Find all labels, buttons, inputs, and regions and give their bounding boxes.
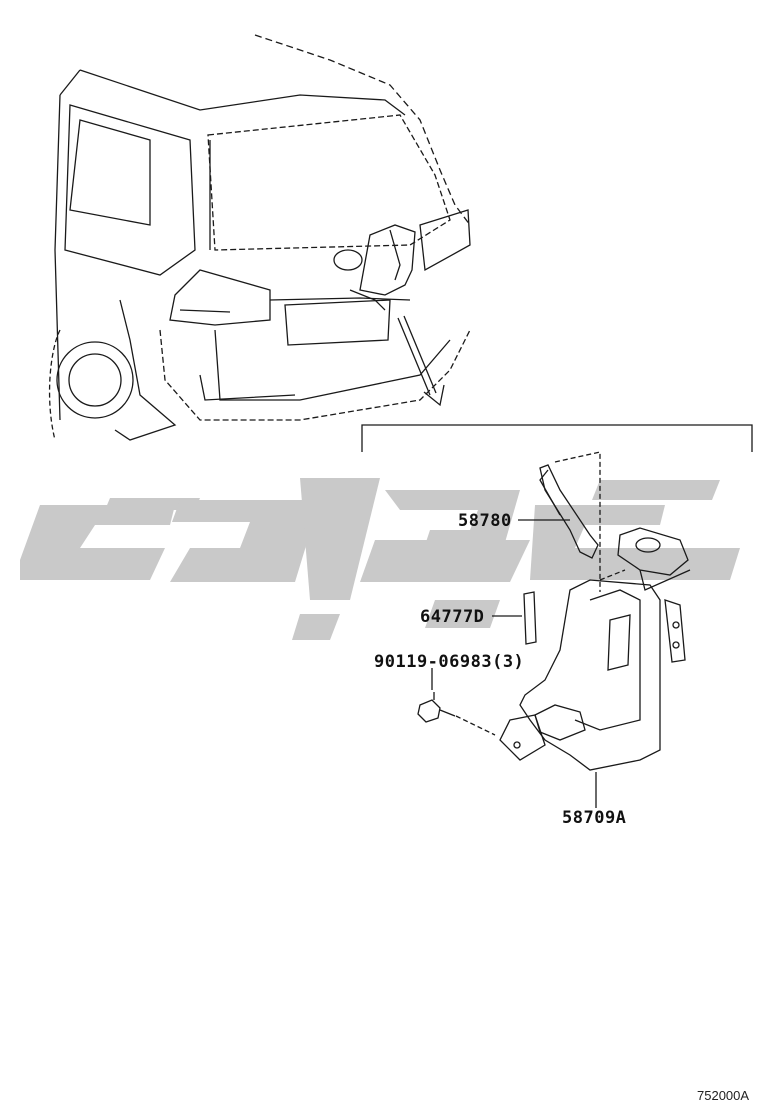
part-label-58709a: 58709A (562, 808, 627, 828)
detail-bracket-frame (361, 424, 753, 452)
part-label-90119-06983: 90119-06983(3) (374, 652, 525, 672)
brand-logo-watermark (20, 478, 740, 640)
figure-id: 752000A (697, 1088, 750, 1103)
part-label-64777d: 64777D (420, 607, 485, 627)
part-label-58780: 58780 (458, 511, 512, 531)
vehicle-rear-illustration (48, 34, 471, 441)
exploded-parts-illustration (417, 451, 691, 808)
